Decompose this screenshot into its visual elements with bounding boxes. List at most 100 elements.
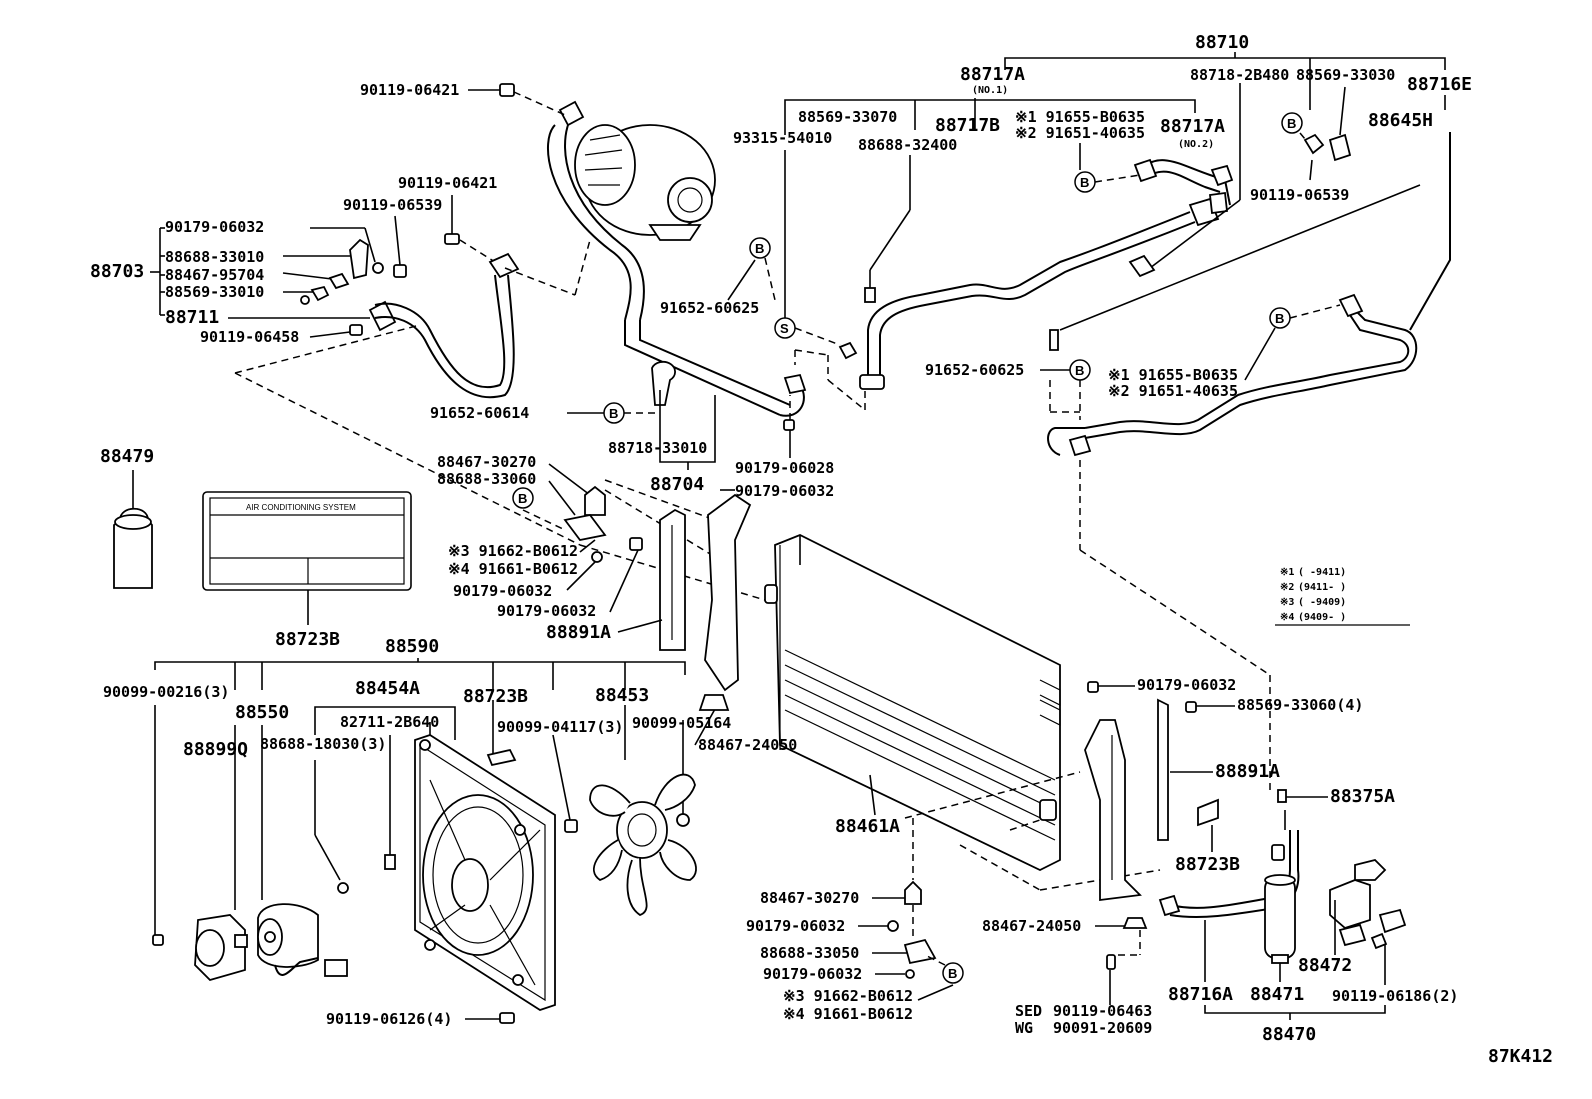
label-88899Q: 88899Q bbox=[183, 739, 248, 760]
group-88703: 90179-06032 88688-33010 88703 88467-9570… bbox=[90, 218, 384, 346]
legend-row-4-mark: ※4 bbox=[1280, 612, 1294, 623]
legend-row-4-range: (9409- ) bbox=[1298, 612, 1346, 623]
label-90119-06539-a: 90119-06539 bbox=[343, 196, 442, 214]
label-90119-06463: 90119-06463 bbox=[1053, 1002, 1152, 1020]
svg-text:B: B bbox=[755, 241, 764, 256]
label-90179-06032-e: 90179-06032 bbox=[1137, 676, 1236, 694]
label-88716A: 88716A bbox=[1168, 984, 1233, 1005]
label-90179-06032-c: 90179-06032 bbox=[453, 582, 552, 600]
refrigerant-can-88479: 88479 bbox=[100, 446, 154, 589]
fan-shroud-88454A bbox=[414, 734, 556, 1011]
fan-motor-88550 bbox=[194, 903, 348, 982]
legend-row-1-range: ( -9411) bbox=[1298, 567, 1346, 578]
label-88703: 88703 bbox=[90, 261, 144, 282]
label-91661-B0612-a: ※4 91661-B0612 bbox=[448, 560, 578, 578]
label-88891A-b: 88891A bbox=[1215, 761, 1280, 782]
sticker-88723B: AIR CONDITIONING SYSTEM 88723B bbox=[202, 491, 412, 650]
label-88717A-2: 88717A bbox=[1160, 116, 1225, 137]
group-88645H: 88645H B 90119-06539 bbox=[1059, 86, 1451, 331]
legend-row-1-mark: ※1 bbox=[1280, 567, 1294, 578]
group-88717: 88717A (NO.1) 88718-2B480 88569-33030 88… bbox=[733, 64, 1472, 411]
label-88688-33050: 88688-33050 bbox=[760, 944, 859, 962]
label-90119-06421-a: 90119-06421 bbox=[360, 81, 459, 99]
hose-88711 bbox=[368, 239, 591, 399]
label-88375A: 88375A bbox=[1330, 786, 1395, 807]
group-88704: 91652-60614 B 88718-33010 88704 90179-06… bbox=[430, 390, 834, 495]
label-91651-40635-a: ※2 91651-40635 bbox=[1015, 124, 1145, 142]
label-90179-06032-f: 90179-06032 bbox=[746, 917, 845, 935]
svg-text:B: B bbox=[1275, 311, 1284, 326]
label-90119-06458: 90119-06458 bbox=[200, 328, 299, 346]
label-88688-32400: 88688-32400 bbox=[858, 136, 957, 154]
label-wg: WG bbox=[1015, 1019, 1033, 1037]
label-90179-06032-d: 90179-06032 bbox=[497, 602, 596, 620]
label-90099-00216: 90099-00216(3) bbox=[103, 683, 229, 701]
sticker-title: AIR CONDITIONING SYSTEM bbox=[246, 503, 356, 512]
label-88479: 88479 bbox=[100, 446, 154, 467]
label-no2: (NO.2) bbox=[1178, 139, 1214, 150]
bracket-88891A-left: 90179-06032 88891A bbox=[546, 482, 834, 692]
label-91662-B0612-b: ※3 91662-B0612 bbox=[783, 987, 913, 1005]
receiver-88470: 88467-24050 SED WG 90119-06463 90091-206… bbox=[982, 810, 1458, 1045]
label-88590: 88590 bbox=[385, 636, 439, 657]
group-bracket-88710: 88710 bbox=[1004, 32, 1446, 110]
label-88688-18030: 88688-18030(3) bbox=[260, 735, 386, 753]
label-sed: SED bbox=[1015, 1002, 1042, 1020]
svg-text:B: B bbox=[1287, 116, 1296, 131]
label-91661-B0612-b: ※4 91661-B0612 bbox=[783, 1005, 913, 1023]
label-88569-33030: 88569-33030 bbox=[1296, 66, 1395, 84]
label-88453: 88453 bbox=[595, 685, 649, 706]
label-93315-54010: 93315-54010 bbox=[733, 129, 832, 147]
label-88723B-c: 88723B bbox=[1175, 854, 1240, 875]
callout-B-88569 bbox=[1281, 112, 1303, 134]
label-88550: 88550 bbox=[235, 702, 289, 723]
label-88645H: 88645H bbox=[1368, 110, 1433, 131]
fan-blade-88453 bbox=[589, 773, 697, 916]
legend-row-3-range: ( -9409) bbox=[1298, 597, 1346, 608]
label-88723B-b: 88723B bbox=[463, 686, 528, 707]
label-90119-06186: 90119-06186(2) bbox=[1332, 987, 1458, 1005]
condenser-88461A: 88461A bbox=[764, 534, 1161, 891]
svg-text:B: B bbox=[1080, 175, 1089, 190]
label-88710: 88710 bbox=[1195, 32, 1249, 53]
label-88454A: 88454A bbox=[355, 678, 420, 699]
callout-B-33060 bbox=[512, 487, 534, 509]
svg-text:B: B bbox=[609, 406, 618, 421]
legend-row-3-mark: ※3 bbox=[1280, 597, 1294, 608]
label-88716E: 88716E bbox=[1407, 74, 1472, 95]
label-90179-06032-b: 90179-06032 bbox=[735, 482, 834, 500]
label-88569-33060: 88569-33060(4) bbox=[1237, 696, 1363, 714]
label-88461A: 88461A bbox=[835, 816, 900, 837]
label-91652-60614: 91652-60614 bbox=[430, 404, 529, 422]
legend-row-2-range: (9411- ) bbox=[1298, 582, 1346, 593]
label-88470: 88470 bbox=[1262, 1024, 1316, 1045]
figure-code: 87K412 bbox=[1488, 1046, 1553, 1067]
label-88718-2B480: 88718-2B480 bbox=[1190, 66, 1289, 84]
label-91655-B0635-b: ※1 91655-B0635 bbox=[1108, 366, 1238, 384]
label-88467-30270-a: 88467-30270 bbox=[437, 453, 536, 471]
label-88717B: 88717B bbox=[935, 115, 1000, 136]
svg-text:B: B bbox=[518, 491, 527, 506]
compressor bbox=[558, 100, 716, 241]
label-88569-33010: 88569-33010 bbox=[165, 283, 264, 301]
bracket-88688-33060: 88467-30270 88688-33060 B ※3 91662-B0612… bbox=[437, 453, 721, 620]
pipe-88716E: B bbox=[1047, 293, 1418, 790]
label-90119-06539-b: 90119-06539 bbox=[1250, 186, 1349, 204]
bolts-90119-group: 90119-06421 90119-06539 bbox=[343, 174, 497, 278]
condenser-mount-parts: 88467-30270 90179-06032 88688-33050 9017… bbox=[746, 818, 964, 1023]
callout-B-60625a bbox=[749, 237, 771, 259]
label-88467-30270-b: 88467-30270 bbox=[760, 889, 859, 907]
label-82711-2B640: 82711-2B640 bbox=[340, 713, 439, 731]
label-88711: 88711 bbox=[165, 307, 219, 328]
label-no1: (NO.1) bbox=[972, 85, 1008, 96]
label-90119-06126: 90119-06126(4) bbox=[326, 1010, 452, 1028]
label-91662-B0612-a: ※3 91662-B0612 bbox=[448, 542, 578, 560]
label-88688-33060: 88688-33060 bbox=[437, 470, 536, 488]
legend-row-2-mark: ※2 bbox=[1280, 582, 1294, 593]
callout-B-mount bbox=[942, 962, 964, 984]
svg-text:S: S bbox=[780, 321, 789, 336]
label-88472: 88472 bbox=[1298, 955, 1352, 976]
label-88718-33010: 88718-33010 bbox=[608, 439, 707, 457]
label-88717A-1: 88717A bbox=[960, 64, 1025, 85]
svg-text:B: B bbox=[948, 966, 957, 981]
